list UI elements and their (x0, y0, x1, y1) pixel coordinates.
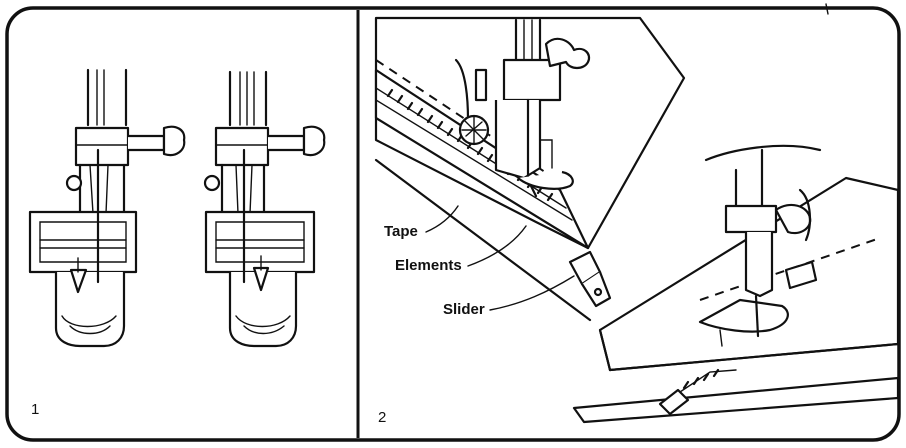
tape-leader-line (425, 205, 459, 233)
zipper-tape-lower (572, 376, 900, 424)
corner-mark (825, 3, 829, 15)
zipper-slider-lower (658, 388, 690, 416)
panel-2-number: 2 (378, 409, 386, 426)
presser-foot-lower (698, 144, 822, 347)
presser-foot-upper (454, 18, 591, 198)
slider-leader-line (489, 275, 575, 311)
label-slider: Slider (443, 275, 575, 318)
panel-2-illustration (374, 16, 900, 424)
zipper-foot-right-position (203, 70, 326, 348)
svg-text:Slider: Slider (443, 301, 485, 318)
elements-leader-line (467, 225, 527, 267)
panel-1-illustration (28, 68, 326, 348)
panel-1-number: 1 (31, 401, 39, 418)
label-tape: Tape (384, 205, 459, 240)
svg-text:Elements: Elements (395, 257, 462, 274)
label-elements: Elements (395, 225, 527, 274)
svg-text:Tape: Tape (384, 223, 418, 240)
zipper-slider (568, 250, 612, 308)
zipper-foot-left-position (28, 68, 186, 348)
